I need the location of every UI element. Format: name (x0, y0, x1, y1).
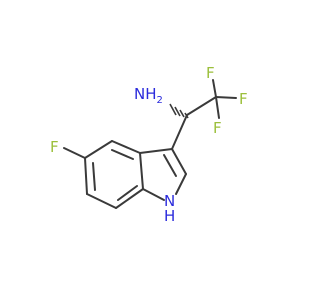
fluorine-top-label: F (206, 64, 215, 82)
wedge-hash-4 (169, 103, 177, 116)
bond-c4-c5 (84, 140, 113, 159)
fluorine-right-label: F (239, 90, 248, 108)
bond-c5-c6 (84, 157, 88, 195)
indole-hydrogen-label: H (164, 207, 175, 225)
bond-c5-f (63, 147, 86, 159)
bond-c5-c6-inner (92, 162, 96, 191)
bond-cf3-f-bottom (215, 96, 220, 119)
bond-n1-c7a (142, 188, 165, 201)
wedge-hash-1 (184, 112, 189, 119)
indole-nitrogen-label: N (164, 192, 175, 210)
bond-c3-c2-outer (171, 148, 187, 175)
bond-c6-c7 (86, 193, 117, 209)
bond-layer (63, 79, 237, 209)
canvas-background (0, 0, 300, 300)
wedge-hash-2 (179, 109, 185, 118)
bond-c3a-c4-inner (111, 149, 134, 160)
bond-c3-c2-inner (163, 154, 177, 177)
bond-cf3-f-right (215, 96, 237, 99)
bond-c7-c7a (115, 188, 144, 209)
amine-label: NH2 (134, 85, 163, 106)
molecule-structure: NH2 F F F F N H (0, 0, 300, 300)
atom-labels: NH2 F F F F N H (50, 64, 248, 225)
bond-c3a-c7a (139, 152, 144, 190)
wedge-hash-3 (174, 106, 181, 117)
bond-c7-c7a-inner (117, 185, 138, 201)
bond-c3-c3a (139, 148, 173, 154)
bond-cf3-chiral (186, 96, 217, 116)
hashed-wedge-bond (169, 103, 189, 119)
bond-cf3-f-top (212, 79, 217, 98)
bond-c3a-c4 (111, 140, 141, 154)
ring-fluorine-label: F (50, 138, 59, 156)
bond-c2-n1 (175, 173, 187, 195)
bond-chiral-c3 (171, 114, 188, 150)
fluorine-bottom-label: F (213, 119, 222, 137)
